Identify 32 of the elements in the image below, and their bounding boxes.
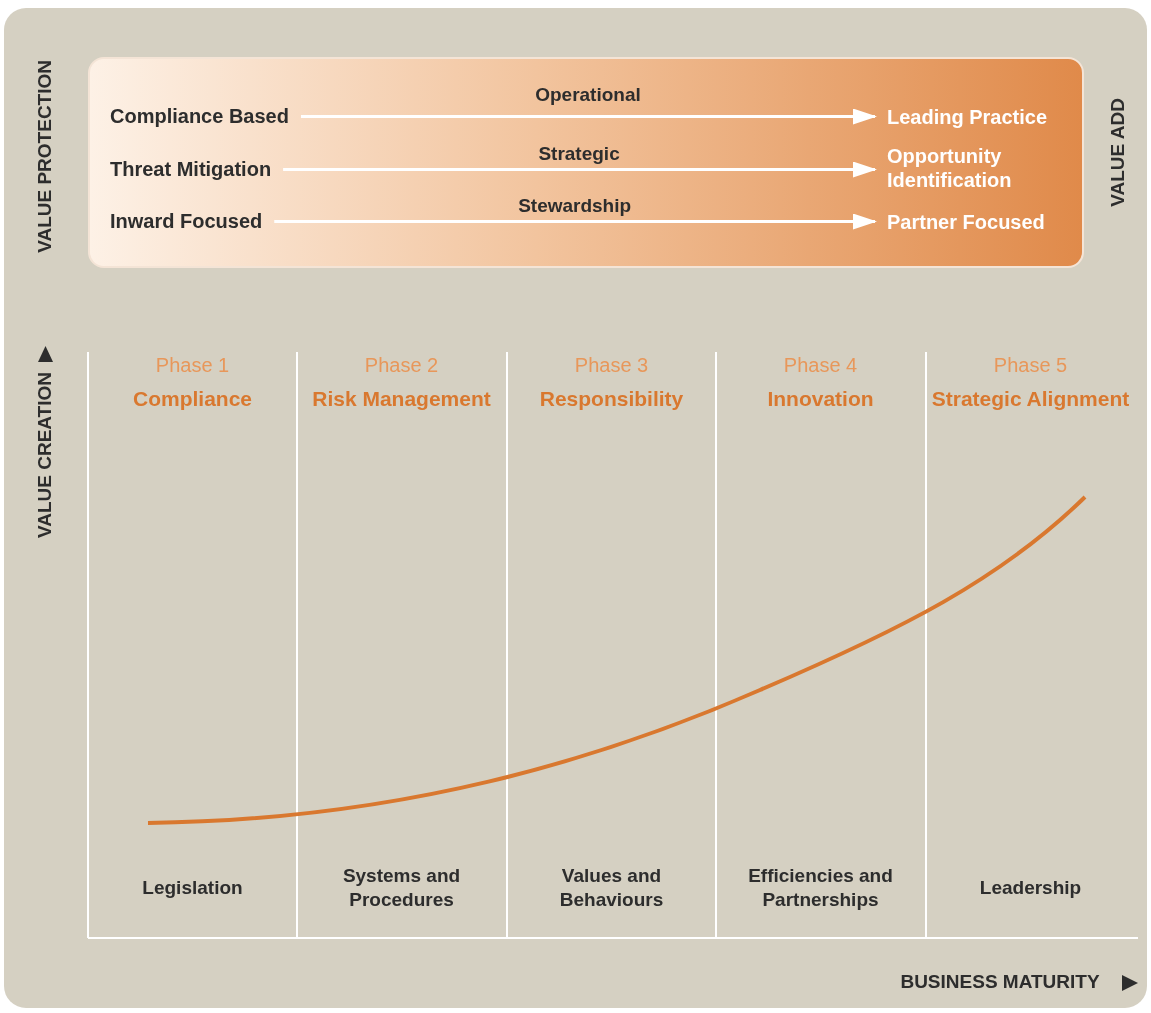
phase-number: Phase 3 (573, 354, 650, 377)
phase-driver: Values and Behaviours (558, 864, 665, 912)
phase-number: Phase 5 (992, 354, 1069, 377)
phase-name: Innovation (766, 386, 875, 412)
phase-number: Phase 4 (782, 354, 859, 377)
axis-label: VALUE CREATION (34, 372, 56, 539)
node-text: Compliance Based (110, 105, 289, 128)
node-text: Leading Practice (887, 105, 1067, 129)
node-text: Threat Mitigation (110, 158, 272, 181)
node-text: Partner Focused (887, 210, 1067, 234)
arrow (283, 161, 877, 178)
phase-name: Risk Management (311, 386, 492, 412)
edge-label: Stewardship (518, 195, 632, 217)
arrow (300, 108, 877, 125)
phase-name: Compliance (132, 386, 253, 412)
gradient-panel (88, 57, 1084, 268)
phase-driver: Systems and Procedures (341, 864, 462, 912)
axis-label: VALUE PROTECTION (34, 60, 56, 253)
arrow (274, 213, 877, 230)
edge-label: Operational (535, 84, 641, 106)
phase-name: Responsibility (538, 386, 685, 412)
axis-label: VALUE ADD (1107, 98, 1129, 207)
phase-driver: Leadership (978, 876, 1083, 900)
edge-label: Strategic (538, 143, 620, 165)
phase-driver: Legislation (141, 876, 244, 900)
axis-label: BUSINESS MATURITY (900, 971, 1100, 993)
node-text: Opportunity Identification (887, 144, 1067, 192)
phase-number: Phase 1 (154, 354, 231, 377)
phase-number: Phase 2 (363, 354, 440, 377)
phase-name: Strategic Alignment (930, 386, 1131, 412)
node-text: Inward Focused (110, 210, 263, 233)
phase-driver: Efficiencies and Partnerships (747, 864, 894, 912)
